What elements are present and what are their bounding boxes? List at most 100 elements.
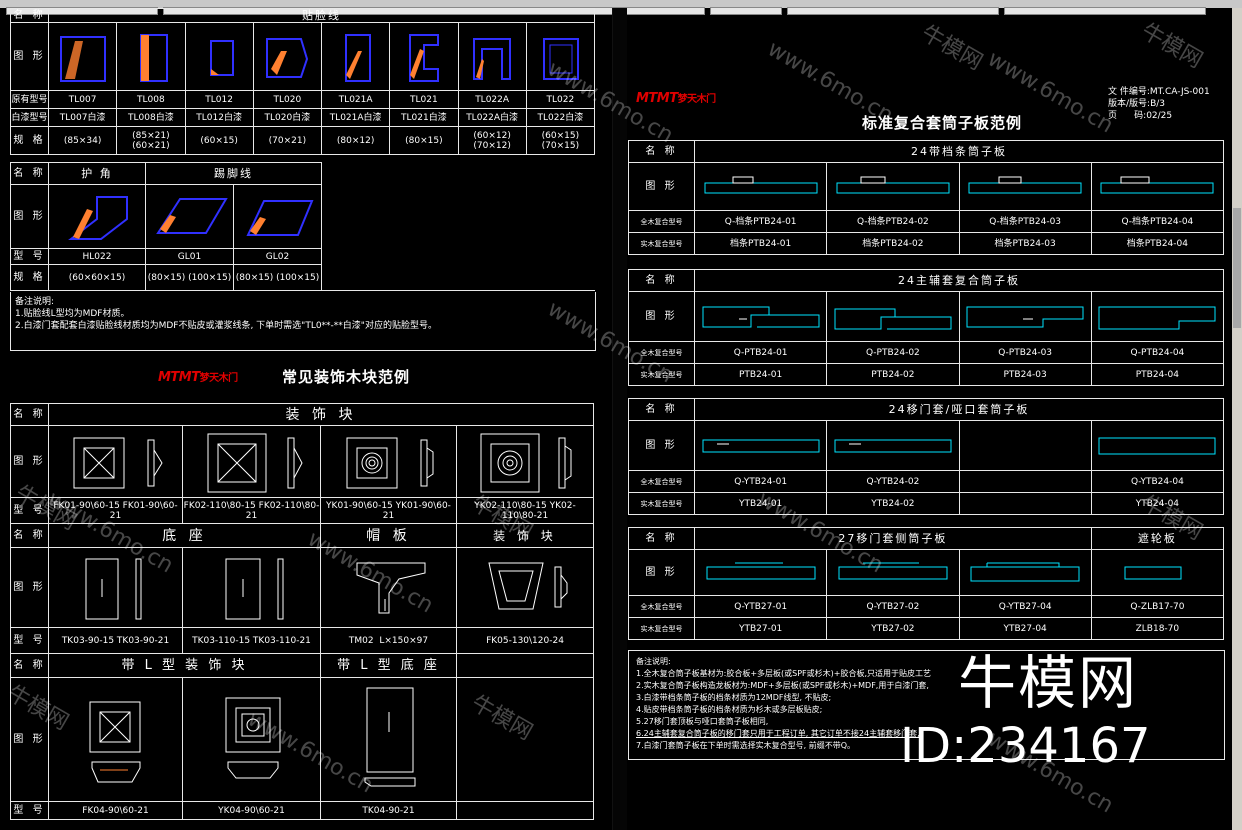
note-item: 1.贴脸线L型均为MDF材质。 xyxy=(15,309,130,319)
model-cell: ZLB18-70 xyxy=(1090,617,1225,640)
board-drawing xyxy=(826,291,960,342)
block-drawing xyxy=(182,425,321,498)
original-model-row: 原有型号 TL007 TL008 TL012 TL020 TL021A TL02… xyxy=(10,90,596,109)
model-cell: TL022白漆 xyxy=(525,108,596,127)
watermark-big-brand: 牛模网 xyxy=(958,649,1139,717)
spec-cell: (80×15) (100×15) xyxy=(145,264,234,291)
model-cell: YTB24-04 xyxy=(1090,492,1225,515)
section-title: 24主辅套复合筒子板 xyxy=(694,269,1224,292)
row-label-graph: 图 形 xyxy=(628,162,695,211)
base-drawing xyxy=(182,547,321,628)
section-title: 27移门套侧筒子板 xyxy=(694,527,1092,550)
model-cell xyxy=(958,470,1092,493)
brand-logo: MTMT梦天木门 xyxy=(636,91,716,106)
board-drawing xyxy=(826,420,960,471)
row-label-model: 型 号 xyxy=(10,627,49,654)
skirting-drawing xyxy=(145,184,234,249)
skirting-title: 踢脚线 xyxy=(145,162,322,185)
tab-4[interactable] xyxy=(787,7,1000,15)
profile-drawing xyxy=(47,22,118,91)
watermark-brand: 牛模网 xyxy=(916,20,987,76)
row-label-spec: 规 格 xyxy=(10,126,49,155)
model-cell: Q-档条PTB24-03 xyxy=(958,210,1092,233)
row-label-name: 名 称 xyxy=(628,398,695,421)
brand-logo: MTMT梦天木门 xyxy=(158,370,238,385)
model-cell: YTB24-02 xyxy=(826,492,960,515)
note-item: 3.白漆带档条筒子板的档条材质为12MDF线型, 不贴皮; xyxy=(636,693,832,702)
model-cell: Q-PTB24-04 xyxy=(1090,341,1225,364)
model-cell: TL022A xyxy=(457,90,527,109)
model-cell: GL02 xyxy=(233,248,322,265)
board-drawing xyxy=(1090,420,1225,471)
model-cell: FK05-130\120-24 xyxy=(456,627,594,654)
tab-3[interactable] xyxy=(710,7,783,15)
notes-title: 备注说明: xyxy=(636,657,671,666)
section-title: 24移门套/哑口套筒子板 xyxy=(694,398,1224,421)
model-cell: YTB27-01 xyxy=(693,617,828,640)
board-drawing xyxy=(1090,549,1225,596)
note-item: 7.白漆门套筒子板在下单时需选择实木复合型号, 前缀不带Q。 xyxy=(636,741,856,750)
board-drawing xyxy=(693,420,828,471)
model-cell: TK04-90-21 xyxy=(320,801,457,820)
note-item: 1.全木复合筒子板基材为:胶合板+多层板(或SPF或杉木)+胶合板,只适用于贴皮… xyxy=(636,669,932,678)
row-label-original-model: 原有型号 xyxy=(10,90,49,109)
model-cell: TL020白漆 xyxy=(252,108,323,127)
board-drawing xyxy=(1090,291,1225,342)
model-cell: TL020 xyxy=(252,90,323,109)
model-cell: PTB24-02 xyxy=(826,363,960,386)
tab-5[interactable] xyxy=(1004,7,1207,15)
model-cell: TK03-90-15 TK03-90-21 xyxy=(48,627,183,654)
model-cell: TL012白漆 xyxy=(184,108,254,127)
row-label-spec: 规 格 xyxy=(10,264,49,291)
row-label-graph: 图 形 xyxy=(10,22,49,91)
row-label-white-model: 白漆型号 xyxy=(10,108,49,127)
notes-title: 备注说明: xyxy=(15,297,55,307)
profile-drawing xyxy=(457,22,527,91)
row-label-full-wood: 全木复合型号 xyxy=(628,470,695,493)
note-item: 4.贴皮带档条筒子板的档条材质为杉木或多层板贴皮; xyxy=(636,705,823,714)
model-cell: HL022 xyxy=(48,248,146,265)
spec-cell: (80×15) (100×15) xyxy=(233,264,322,291)
model-cell: FK01-90\60-15 FK01-90\60-21 xyxy=(48,497,183,524)
board-drawing xyxy=(826,162,960,211)
corner-guard-title: 护 角 xyxy=(48,162,146,185)
scrollbar-thumb[interactable] xyxy=(1233,208,1241,328)
l-base-drawing xyxy=(320,677,457,802)
note-item: 5.27移门套顶板与哑口套筒子板相同, xyxy=(636,717,769,726)
model-cell: Q-PTB24-01 xyxy=(693,341,828,364)
model-cell: Q-PTB24-03 xyxy=(958,341,1092,364)
notes-frame xyxy=(628,650,1225,760)
model-cell: PTB24-01 xyxy=(693,363,828,386)
model-cell: Q-YTB27-04 xyxy=(958,595,1092,618)
model-cell: GL01 xyxy=(145,248,234,265)
model-cell: YTB27-02 xyxy=(826,617,960,640)
spec-cell: (80×15) xyxy=(389,126,459,155)
board-drawing xyxy=(693,162,828,211)
row-label-name: 名 称 xyxy=(10,403,49,426)
model-cell: Q-YTB24-02 xyxy=(826,470,960,493)
model-cell: FK04-90\60-21 xyxy=(48,801,183,820)
l-block-drawing xyxy=(48,677,183,802)
model-cell: Q-档条PTB24-04 xyxy=(1090,210,1225,233)
doc-version: 版本/版号:B/3 xyxy=(1108,99,1165,109)
model-cell: TL021 xyxy=(389,90,459,109)
watermark-site: www.6mo.cn xyxy=(763,36,898,129)
vertical-scrollbar[interactable] xyxy=(1232,8,1242,830)
decor-block-header-2: 装 饰 块 xyxy=(456,523,594,548)
block-drawing xyxy=(456,547,594,628)
row-label-solid-wood: 实木复合型号 xyxy=(628,232,695,255)
model-cell: TL021A白漆 xyxy=(320,108,391,127)
model-cell: 档条PTB24-01 xyxy=(693,232,828,255)
viewport-divider xyxy=(612,8,627,830)
top-tab-strip xyxy=(0,0,1242,15)
block-drawing xyxy=(48,425,183,498)
row-label-graph: 图 形 xyxy=(10,547,49,628)
decor-block-header: 装 饰 块 xyxy=(48,403,594,426)
row-label-graph: 图 形 xyxy=(10,184,49,249)
spec-cell: (60×15) (70×15) xyxy=(525,126,596,155)
profile-drawing xyxy=(389,22,459,91)
notes-frame xyxy=(10,292,596,351)
